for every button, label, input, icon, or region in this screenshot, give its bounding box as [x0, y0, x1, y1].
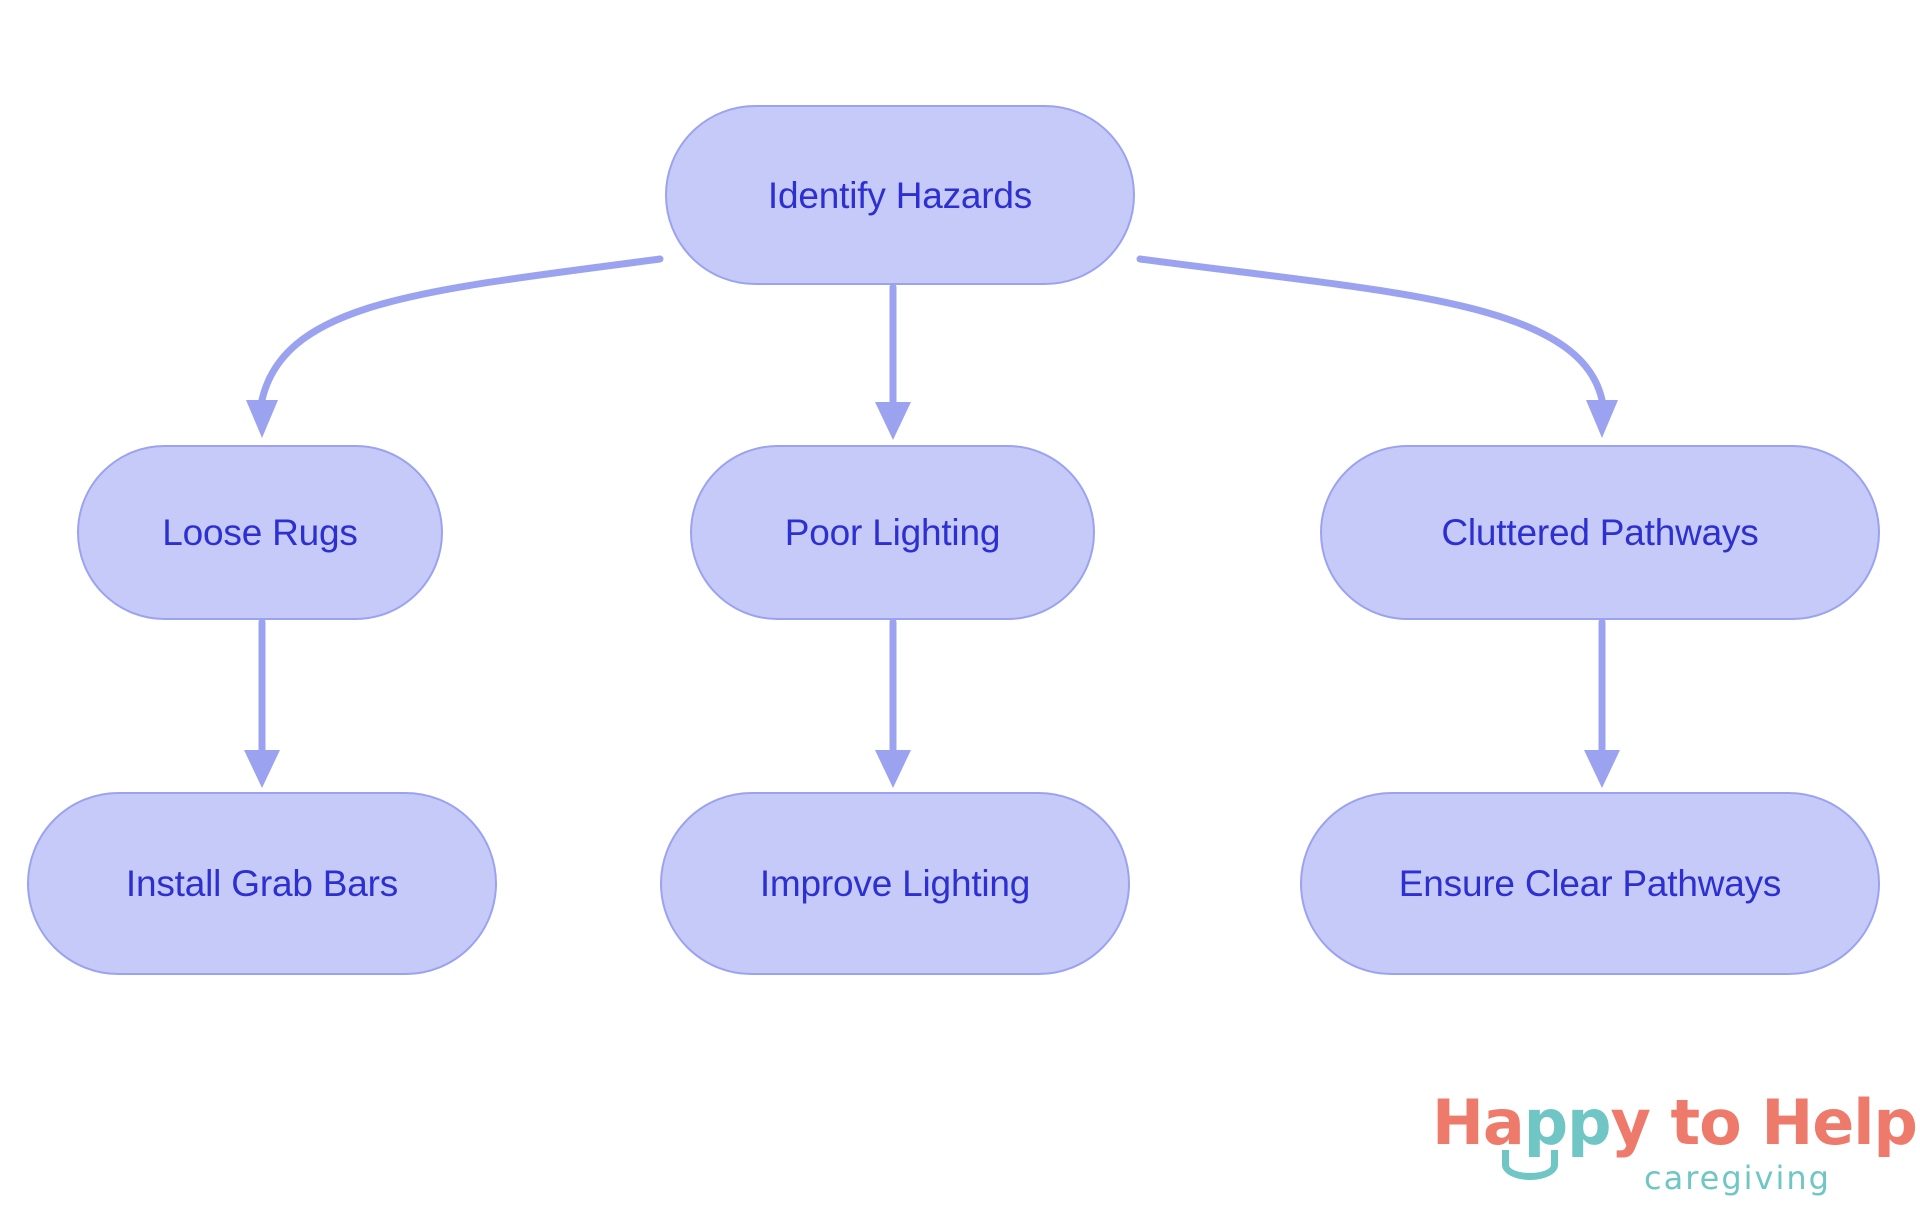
node-improve-lighting[interactable]: Improve Lighting	[660, 792, 1130, 975]
node-cluttered-pathways[interactable]: Cluttered Pathways	[1320, 445, 1880, 620]
node-ensure-clear-pathways[interactable]: Ensure Clear Pathways	[1300, 792, 1880, 975]
node-identify-hazards[interactable]: Identify Hazards	[665, 105, 1135, 285]
logo-wordmark: Happy to Help	[1432, 1092, 1918, 1154]
logo-word-part-4: p	[1873, 1086, 1918, 1159]
edge-loose-rugs-to-install-grab-bars	[244, 618, 280, 788]
edge-identify-hazards-to-loose-rugs	[246, 255, 664, 438]
node-label: Identify Hazards	[767, 174, 1033, 216]
logo-word-part-2: pp	[1523, 1086, 1612, 1159]
node-label: Cluttered Pathways	[1441, 512, 1759, 553]
node-label: Loose Rugs	[162, 512, 358, 553]
smile-icon	[1502, 1150, 1558, 1180]
edge-identify-hazards-to-poor-lighting	[875, 283, 911, 440]
node-label: Improve Lighting	[759, 863, 1031, 904]
node-loose-rugs[interactable]: Loose Rugs	[77, 445, 443, 620]
node-label: Install Grab Bars	[125, 863, 399, 904]
node-poor-lighting[interactable]: Poor Lighting	[690, 445, 1095, 620]
happy-to-help-logo: Happy to Help caregiving	[1432, 1092, 1918, 1210]
logo-word-part-3: y to Hel	[1610, 1086, 1875, 1159]
edge-poor-lighting-to-improve-lighting	[875, 618, 911, 788]
edge-cluttered-pathways-to-ensure-clear-pathways	[1584, 618, 1620, 788]
node-label: Ensure Clear Pathways	[1398, 863, 1782, 904]
node-label: Poor Lighting	[784, 512, 1001, 553]
logo-tagline: caregiving	[1644, 1159, 1831, 1197]
logo-word-part-1: Ha	[1432, 1086, 1525, 1159]
edge-identify-hazards-to-cluttered-pathways	[1136, 255, 1618, 438]
node-install-grab-bars[interactable]: Install Grab Bars	[27, 792, 497, 975]
